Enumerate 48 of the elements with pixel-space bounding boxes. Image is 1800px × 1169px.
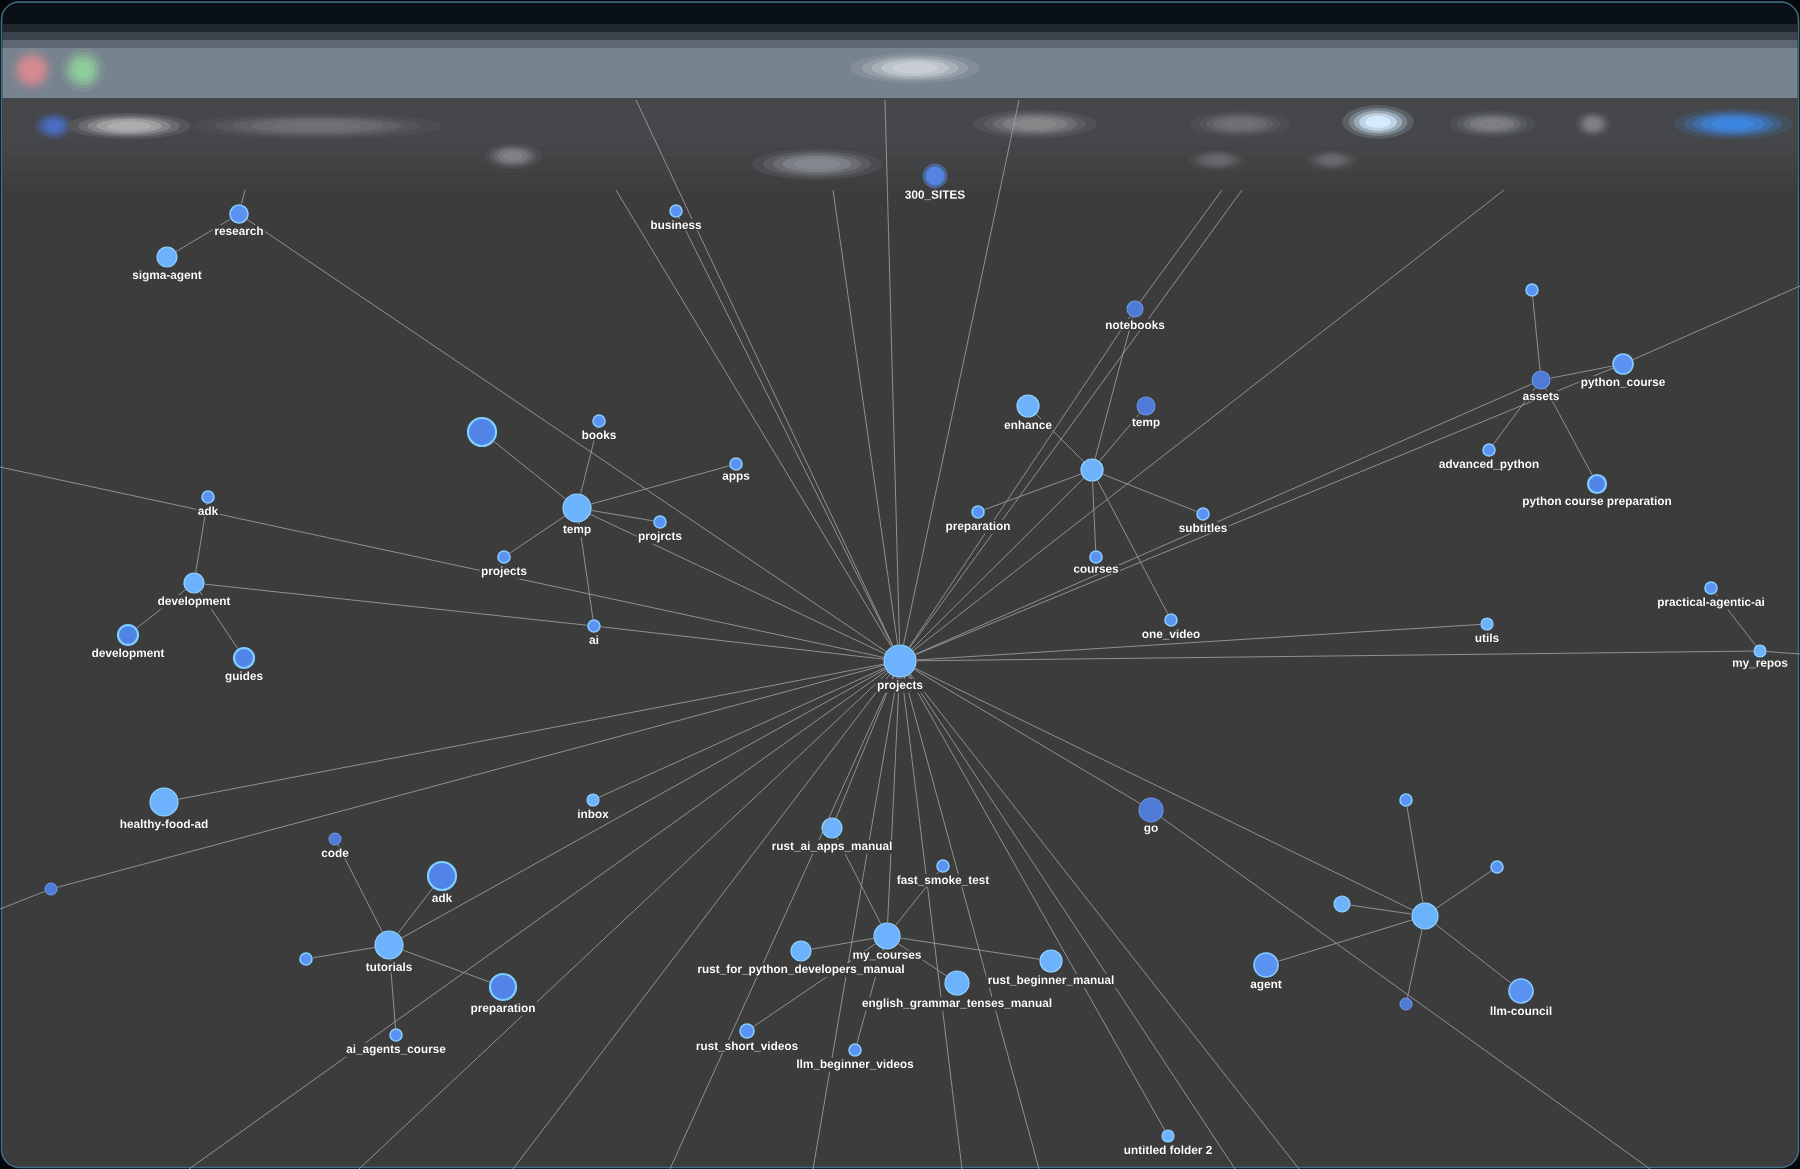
node-label: python course preparation [1523, 496, 1671, 508]
node-label: preparation [946, 521, 1010, 533]
node-label: assets [1523, 392, 1559, 401]
node-label: inbox [578, 809, 609, 819]
node-label: development [158, 596, 231, 608]
node-label: python_course [1581, 377, 1665, 389]
node-label: rust_ai_apps_manual [772, 841, 892, 853]
node-label: healthy-food-ad [120, 819, 208, 831]
node-label: temp [1132, 418, 1160, 429]
node-label: practical-agentic-ai [1658, 597, 1764, 609]
node-label: projects [877, 680, 923, 692]
node-label: research [215, 226, 263, 236]
node-label: go [1144, 825, 1158, 835]
node-label: llm-council [1490, 1006, 1552, 1016]
node-label: projrcts [638, 531, 682, 543]
node-label: fast_smoke_test [896, 875, 990, 886]
node-label: english_grammar_tenses_manual [862, 998, 1052, 1010]
node-label: development [92, 648, 165, 660]
node-label: rust_short_videos [696, 1041, 798, 1052]
node-label: my_repos [1732, 660, 1788, 670]
node-label: rust_beginner_manual [988, 975, 1114, 987]
node-label: courses [1073, 566, 1119, 573]
node-label: books [582, 430, 616, 440]
node-label: ai_agents_course [346, 1044, 446, 1056]
node-label: adk [198, 506, 219, 516]
node-label: subtitles [1179, 523, 1227, 533]
node-label: advanced_python [1439, 459, 1539, 471]
node-label: one_video [1142, 629, 1200, 640]
node-label: llm_beginner_videos [797, 1059, 914, 1071]
node-label: my_courses [853, 952, 921, 962]
node-label: agent [1250, 980, 1282, 991]
node-label: guides [225, 671, 263, 683]
node-label: rust_for_python_developers_manual [698, 964, 904, 976]
node-label: ai [589, 635, 599, 645]
node-label: projects [481, 566, 527, 578]
node-label: utils [1475, 633, 1499, 643]
node-label: untitled folder 2 [1124, 1145, 1212, 1155]
node-label: tutorials [365, 962, 412, 972]
node-label: business [651, 220, 702, 230]
node-label: 300_SITES [905, 190, 965, 201]
node-label: temp [563, 525, 591, 536]
node-label: adk [432, 893, 453, 903]
node-label: notebooks [1105, 320, 1165, 330]
node-label: sigma-agent [132, 270, 202, 282]
node-label: apps [722, 473, 750, 483]
node-label: code [321, 848, 349, 858]
node-label: enhance [1004, 420, 1052, 430]
node-label: preparation [471, 1003, 535, 1015]
